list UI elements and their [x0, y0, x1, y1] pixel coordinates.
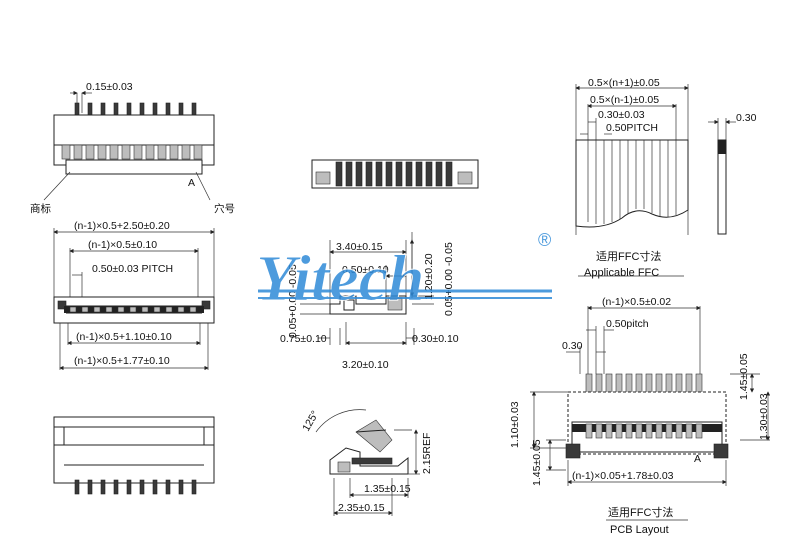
pcb-145b-dim: 1.45±0.05	[531, 439, 543, 486]
ref-215-dim: 2.15REF	[421, 433, 433, 474]
top-pins	[74, 102, 197, 116]
pin-a-label: A	[188, 177, 195, 189]
side-030-dim: 0.30±0.10	[412, 333, 459, 345]
pitch-range-dim: (n-1)×0.5±0.10	[88, 239, 157, 251]
pcb-a-label: A	[694, 453, 701, 465]
ffc-thickness-dim: 0.30	[736, 112, 757, 124]
angle-dim: 125°	[300, 409, 321, 434]
pcb-layout	[530, 305, 771, 521]
pcb-span-dim: (n-1)×0.5±0.02	[602, 296, 671, 308]
pitch-dim: 0.50±0.03 PITCH	[92, 263, 173, 275]
pin-width-dim: 0.15±0.03	[86, 81, 133, 93]
actuator-open-view	[315, 409, 420, 516]
pcb-caption-cn: 适用FFC寸法	[608, 505, 673, 519]
pcb-145a-dim: 1.45±0.05	[738, 353, 750, 400]
pcb-130-dim: 1.30±0.03	[758, 393, 770, 440]
side-050-dim: 0.50±0.10	[342, 264, 389, 276]
pcb-contacts	[585, 423, 703, 439]
overall-width-dim: (n-1)×0.5+2.50±0.20	[74, 220, 170, 232]
side-005b-dim: 0.05+0.00 -0.05	[443, 242, 455, 316]
ffc-pitch-dim: 0.50PITCH	[606, 122, 658, 134]
ffc-conductors	[587, 140, 677, 224]
pcb-pitch-dim: 0.50pitch	[606, 318, 649, 330]
front-contacts	[69, 306, 197, 313]
ffc-caption-en: Applicable FFC	[584, 267, 659, 279]
side-340-dim: 3.40±0.15	[336, 241, 383, 253]
outer-width-dim: (n-1)×0.5+1.77±0.10	[74, 355, 170, 367]
ffc-span-dim: 0.5×(n-1)±0.05	[590, 94, 659, 106]
inner-width-dim: (n-1)×0.5+1.10±0.10	[76, 331, 172, 343]
pcb-030-dim: 0.30	[562, 340, 583, 352]
trademark-label: 商标	[30, 202, 51, 215]
top-contacts	[61, 144, 203, 160]
perspective-slots	[335, 161, 453, 187]
act-235-dim: 2.35±0.15	[338, 502, 385, 514]
pcb-total-dim: (n-1)×0.05+1.78±0.03	[572, 470, 674, 482]
side-120-dim: 1.20±0.20	[423, 253, 435, 300]
brand-watermark-logo: Yitech ®	[256, 230, 552, 316]
bottom-view	[53, 416, 215, 495]
side-075-dim: 0.75±0.10	[280, 333, 327, 345]
side-320-dim: 3.20±0.10	[342, 359, 389, 371]
ffc-030-dim: 0.30±0.03	[598, 109, 645, 121]
front-view	[53, 228, 215, 371]
ffc-caption-cn: 适用FFC寸法	[596, 249, 661, 263]
bottom-pins	[74, 479, 197, 495]
pcb-110-dim: 1.10±0.03	[509, 401, 521, 448]
connector-perspective	[311, 159, 479, 189]
pin-number-label: 穴号	[214, 202, 235, 215]
pcb-caption-en: PCB Layout	[610, 524, 669, 536]
watermark-text: Yitech	[256, 242, 425, 315]
registered-mark: ®	[538, 230, 551, 250]
side-profile	[300, 232, 434, 346]
pcb-pads-top	[585, 373, 703, 395]
ffc-total-dim: 0.5×(n+1)±0.05	[588, 77, 660, 89]
side-005a-dim: 0.05+0.00 -0.05	[287, 264, 299, 338]
ffc-drawing	[575, 84, 736, 277]
top-view: A	[43, 90, 215, 201]
act-135-dim: 1.35±0.15	[364, 483, 411, 495]
